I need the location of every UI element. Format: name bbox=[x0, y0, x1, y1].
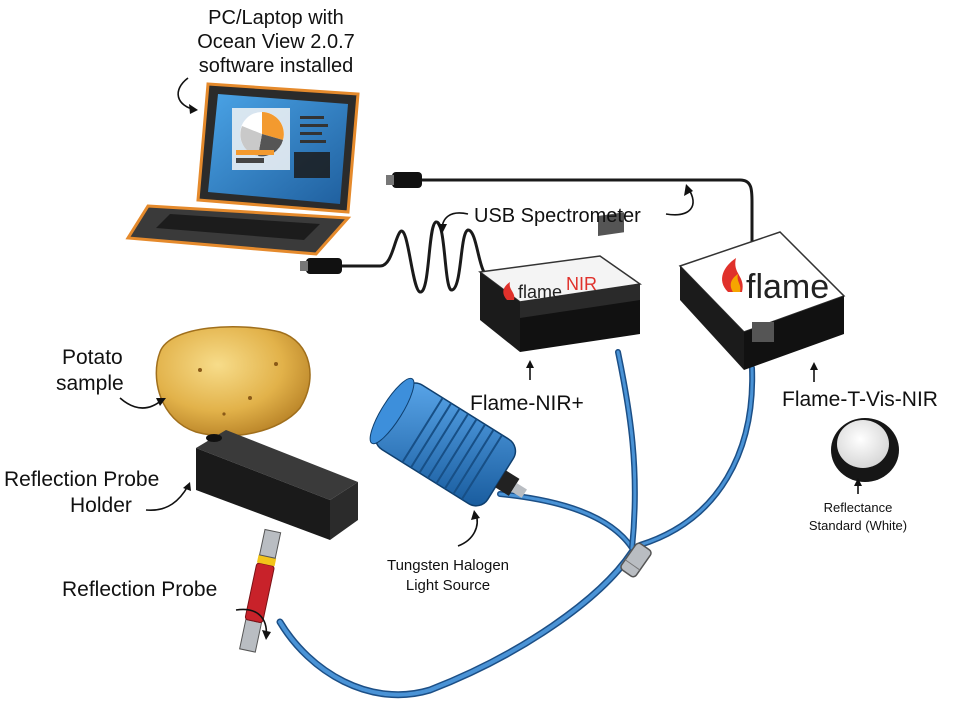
potato-sample bbox=[155, 325, 311, 437]
label-standard-line2: Standard (White) bbox=[809, 518, 907, 533]
usb-arrow-left bbox=[441, 212, 469, 231]
label-laptop-line2: Ocean View 2.0.7 bbox=[197, 31, 355, 53]
label-light-source: Tungsten Halogen Light Source bbox=[387, 557, 509, 594]
reflectance-standard-disc bbox=[831, 418, 899, 482]
label-holder: Reflection Probe Holder bbox=[4, 468, 159, 517]
label-potato-line2: sample bbox=[56, 372, 124, 395]
label-potato-line1: Potato bbox=[62, 346, 123, 369]
label-laptop-line1: PC/Laptop with bbox=[208, 7, 344, 29]
label-light-line1: Tungsten Halogen bbox=[387, 557, 509, 574]
fiber-to-flame-t bbox=[637, 365, 756, 548]
usb-cable-nir bbox=[336, 220, 486, 294]
label-laptop: PC/Laptop with Ocean View 2.0.7 software… bbox=[197, 7, 355, 77]
potato-arrow bbox=[119, 397, 163, 409]
flame-t-spectrometer: flame bbox=[678, 231, 846, 370]
fiber-to-light-source bbox=[497, 491, 635, 551]
flame-nir-spectrometer: flame NIR bbox=[478, 212, 642, 352]
label-holder-line1: Reflection Probe bbox=[4, 468, 159, 491]
label-light-line2: Light Source bbox=[406, 577, 490, 594]
label-usb-spectrometer: USB Spectrometer bbox=[474, 205, 641, 227]
laptop bbox=[125, 82, 360, 256]
tungsten-halogen-light-source bbox=[369, 377, 527, 507]
screen-bars-icon bbox=[294, 116, 330, 178]
flame-nir-logo: flame NIR bbox=[503, 274, 597, 302]
label-reflectance-standard: Reflectance Standard (White) bbox=[809, 500, 907, 533]
label-flame-nir: Flame-NIR+ bbox=[470, 392, 584, 415]
laptop-arrow bbox=[177, 77, 197, 111]
screen-pie-chart-icon bbox=[240, 112, 284, 157]
flame-logo-text: flame bbox=[746, 268, 829, 306]
holder-arrow bbox=[145, 485, 189, 511]
flame-logo: flame bbox=[722, 258, 829, 306]
reflection-probe-holder bbox=[196, 430, 358, 540]
usb-plug-left bbox=[300, 258, 342, 274]
usb-cables bbox=[336, 178, 754, 294]
label-flame-t-vis-nir: Flame-T-Vis-NIR bbox=[782, 388, 938, 411]
label-holder-line2: Holder bbox=[70, 494, 132, 517]
reflection-probe bbox=[239, 528, 282, 653]
usb-cable-flame bbox=[416, 178, 754, 244]
usb-plug-top bbox=[386, 172, 422, 188]
label-potato: Potato sample bbox=[56, 346, 124, 395]
flame-nir-logo-text: flame bbox=[518, 282, 562, 302]
label-standard-line1: Reflectance bbox=[824, 500, 893, 515]
laptop-keyboard-icon bbox=[156, 214, 320, 240]
label-reflection-probe: Reflection Probe bbox=[62, 578, 217, 601]
label-laptop-line3: software installed bbox=[199, 55, 354, 77]
flame-nir-logo-suffix: NIR bbox=[566, 274, 597, 294]
callout-arrows bbox=[119, 77, 862, 640]
fiber-splitter bbox=[620, 542, 652, 578]
